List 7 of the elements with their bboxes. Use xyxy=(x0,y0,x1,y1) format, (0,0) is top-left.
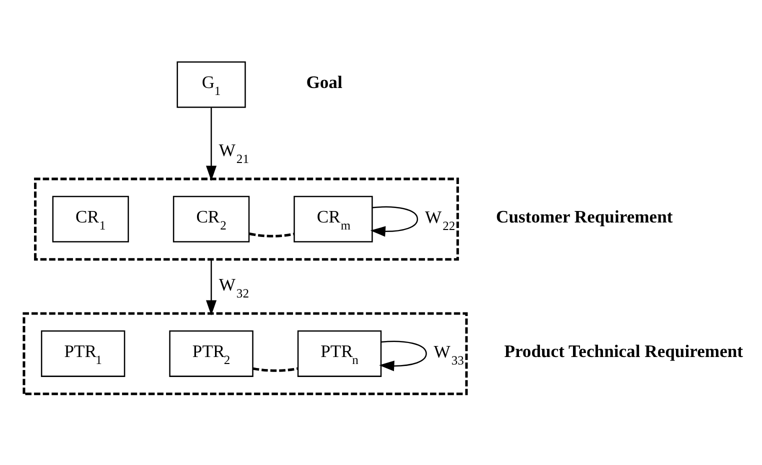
node-label: Product Technical Requirement xyxy=(504,340,744,361)
node-label: Goal xyxy=(306,72,342,92)
edge-label: W$_{32}$ xyxy=(218,274,249,300)
node-label: Customer Requirement xyxy=(496,206,673,226)
edge-label: W$_{33}$ xyxy=(434,341,464,368)
edge-label: W$_{21}$ xyxy=(218,139,249,166)
edge-label: W$_{22}$ xyxy=(425,206,456,233)
